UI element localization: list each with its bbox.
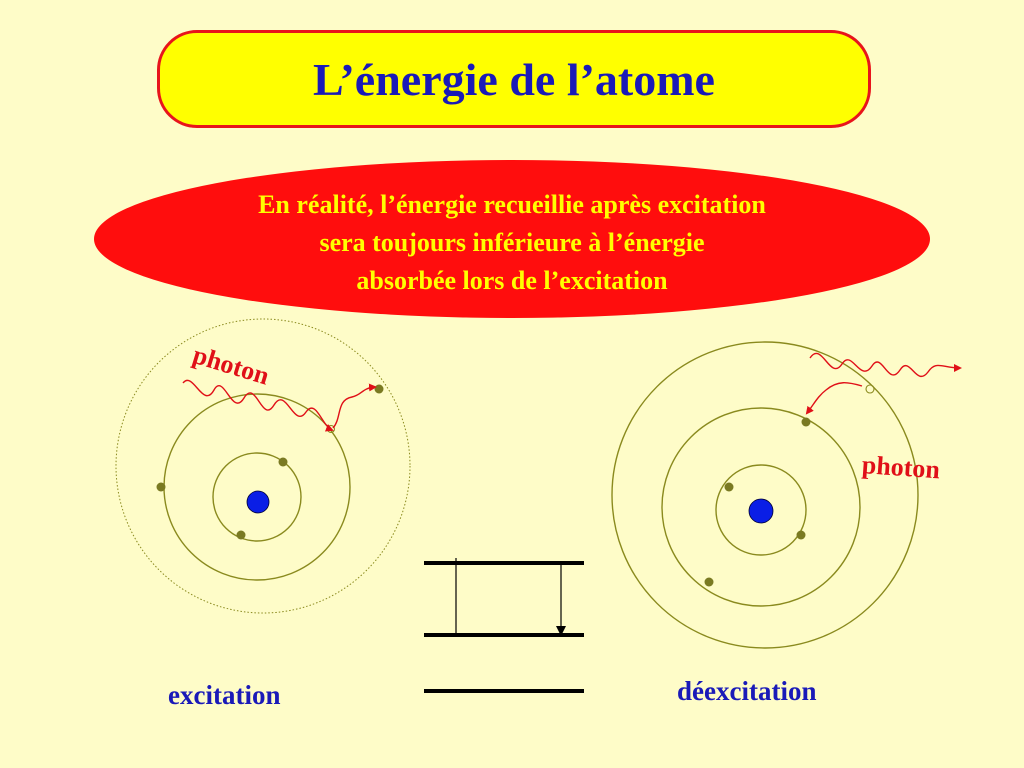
orbit-inner <box>212 452 302 542</box>
orbit-outer <box>611 341 919 649</box>
electron-jump-arrow <box>332 383 377 429</box>
orbit-inner <box>715 464 807 556</box>
electron-relaxed <box>801 417 811 427</box>
caption-excitation: excitation <box>168 680 281 710</box>
photon-label-deexcitation: photon <box>860 450 941 485</box>
photon-wave-incoming <box>182 379 334 432</box>
explanation-line-2: sera toujours inférieure à l’énergie <box>319 228 705 257</box>
atom-deexcitation <box>611 341 962 649</box>
orbit-middle <box>661 407 861 607</box>
electron <box>236 530 246 540</box>
electron <box>156 482 166 492</box>
orbit-outer-dotted <box>115 318 411 614</box>
nucleus <box>246 490 270 514</box>
title-banner: L’énergie de l’atome <box>157 30 871 128</box>
electron <box>796 530 806 540</box>
electron <box>278 457 288 467</box>
electron <box>724 482 734 492</box>
nucleus <box>748 498 774 524</box>
electron-vacancy <box>865 384 875 394</box>
explanation-text: En réalité, l’énergie recueillie après e… <box>258 186 766 300</box>
orbit-middle <box>163 393 351 581</box>
electron-excited <box>374 384 384 394</box>
explanation-line-1: En réalité, l’énergie recueillie après e… <box>258 190 766 219</box>
atom-excitation <box>115 318 411 614</box>
electron <box>704 577 714 587</box>
caption-deexcitation: déexcitation <box>677 676 817 706</box>
page-title: L’énergie de l’atome <box>313 53 715 105</box>
photon-wave-outgoing <box>809 352 962 378</box>
electron-fall-arrow <box>805 382 863 415</box>
explanation-line-3: absorbée lors de l’excitation <box>356 266 668 295</box>
energy-level-diagram <box>424 558 584 693</box>
explanation-ellipse: En réalité, l’énergie recueillie après e… <box>94 160 930 318</box>
